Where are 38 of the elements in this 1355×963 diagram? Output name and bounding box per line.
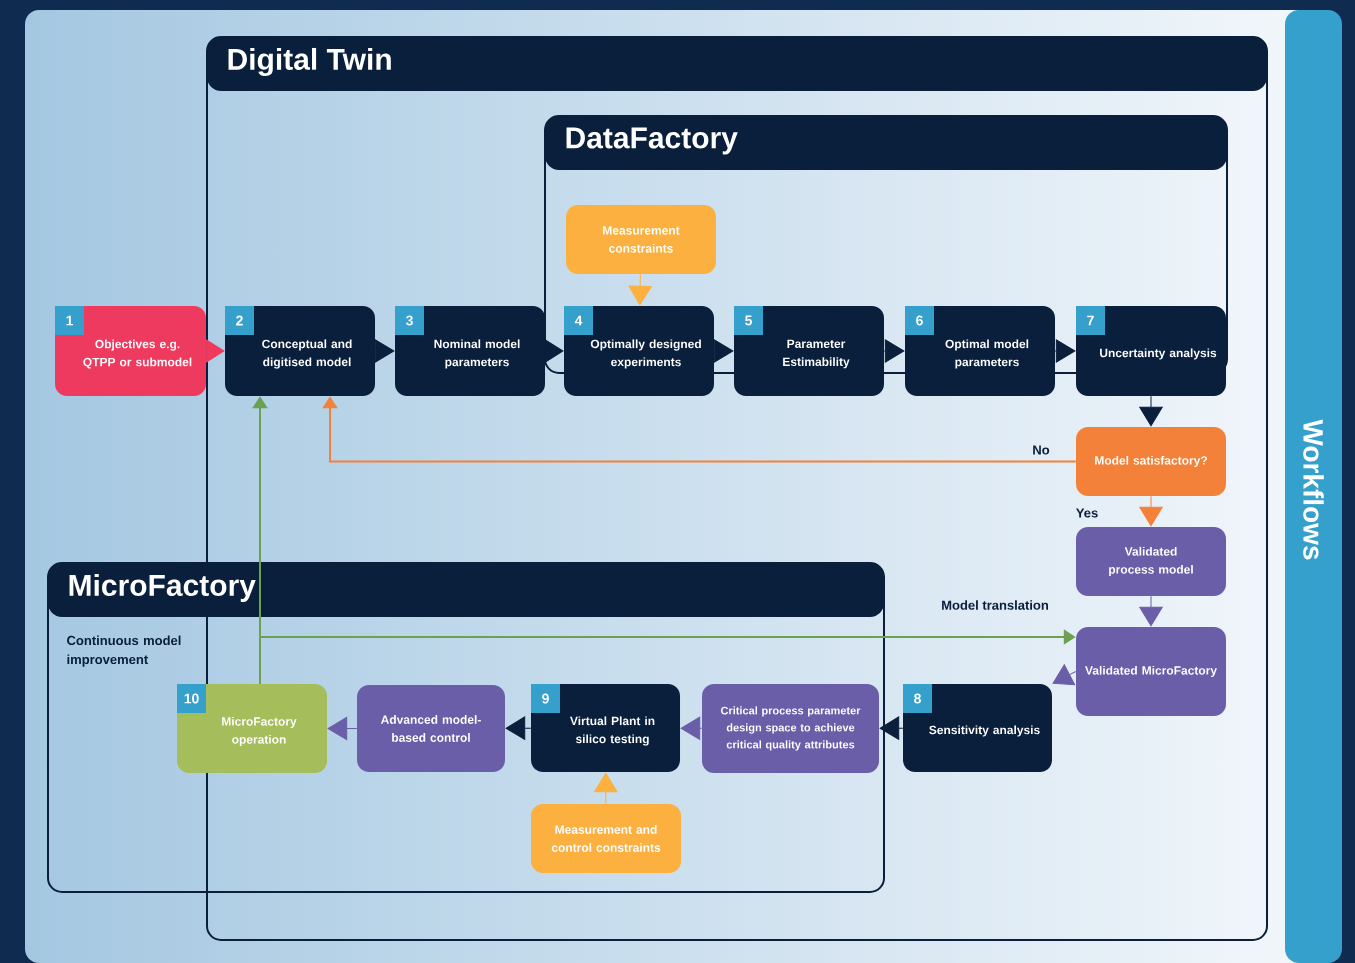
arrow <box>1139 495 1163 527</box>
process-box: 2 Conceptual and digitised model <box>225 306 375 396</box>
arrow <box>1139 595 1163 627</box>
arrow <box>1052 664 1077 686</box>
arrow <box>374 339 395 363</box>
arrow <box>680 716 703 740</box>
process-box: 6 Optimal model parameters <box>905 306 1055 396</box>
process-box: 8 Sensitivity analysis <box>903 684 1052 772</box>
edge-label: Model translation <box>942 600 1048 610</box>
note-text: Continuous model improvement <box>67 635 181 667</box>
arrow <box>594 772 618 805</box>
process-box: Measurement constraints <box>566 205 716 274</box>
arrow <box>713 339 734 363</box>
arrow <box>327 716 358 741</box>
process-box: Validated MicroFactory <box>1076 627 1226 716</box>
process-box: 5 Parameter Estimability <box>734 306 884 396</box>
process-box: 10 MicroFactory operation <box>177 684 327 773</box>
process-box: 3 Nominal model parameters <box>395 306 545 396</box>
process-box: 1 Objectives e.g. QTPP or submodel <box>55 306 206 396</box>
arrow <box>205 339 225 363</box>
arrow <box>883 339 905 363</box>
process-box: Model satisfactory? <box>1076 427 1226 496</box>
edge-label: Yes <box>1076 508 1098 518</box>
arrow <box>628 273 652 306</box>
process-box: Validated process model <box>1076 527 1226 596</box>
band: Workflows <box>1285 10 1342 963</box>
process-box: 4 Optimally designed experiments <box>564 306 714 396</box>
process-box: 7 Uncertainty analysis <box>1076 306 1226 396</box>
process-box: Measurement and control constraints <box>531 804 681 873</box>
arrow <box>1054 339 1076 363</box>
process-box: Critical process parameter design space to achieve critical quality attributes <box>702 684 879 773</box>
edge-label: No <box>1033 445 1050 455</box>
process-box: Advanced model-based control <box>357 685 505 772</box>
arrow <box>544 339 564 363</box>
process-box: 9 Virtual Plant in silico testing <box>531 684 680 772</box>
arrow <box>505 716 532 740</box>
arrow <box>1139 395 1163 427</box>
arrow <box>879 716 904 740</box>
